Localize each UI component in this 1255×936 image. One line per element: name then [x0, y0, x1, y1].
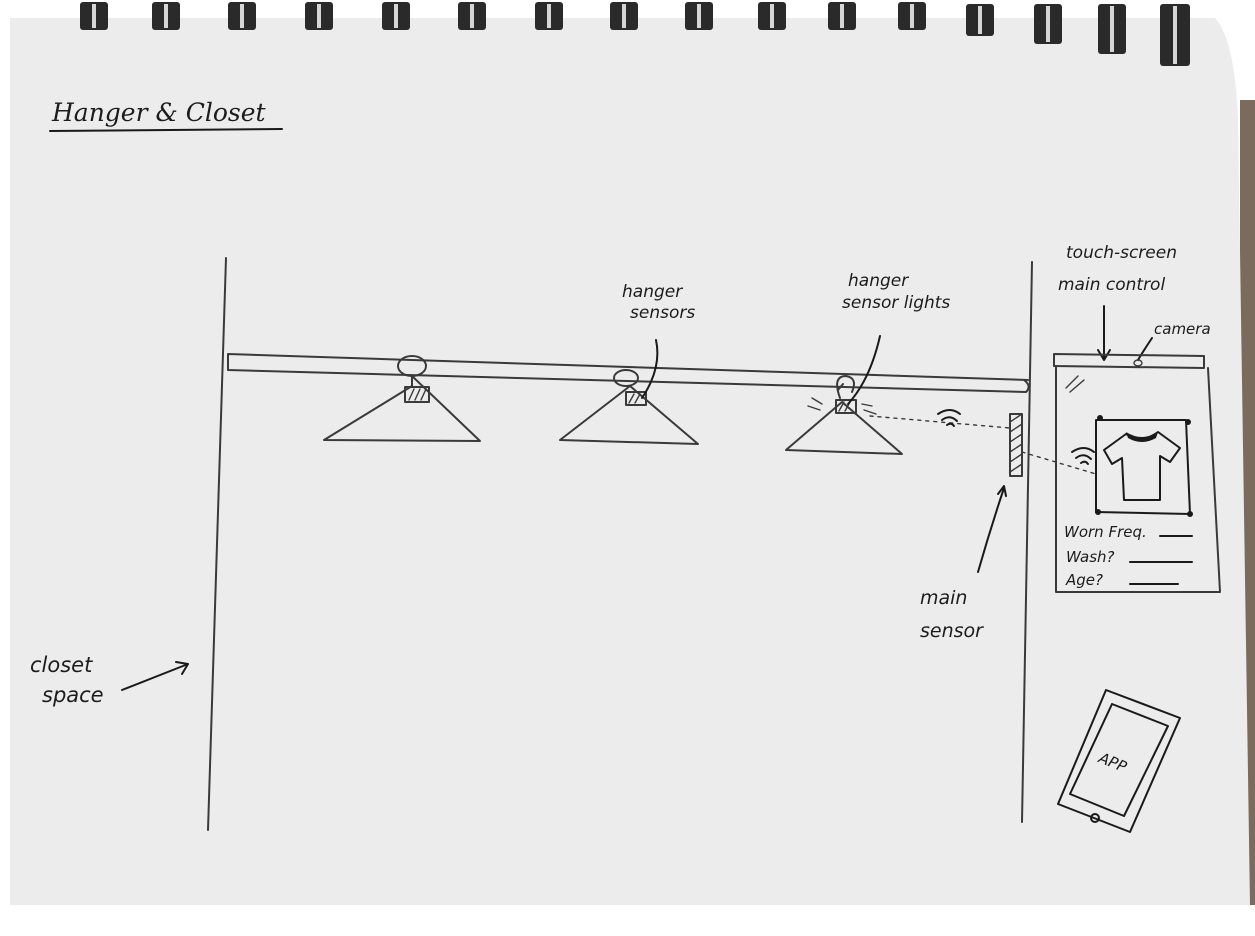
touch-screen-label-line-1: touch-screen	[1066, 243, 1177, 263]
closet-space-label-line-1: closet	[30, 653, 93, 677]
worn-freq-label: Worn Freq.	[1064, 523, 1147, 541]
paper	[10, 18, 1250, 905]
photo-border	[0, 905, 1255, 936]
camera-label: camera	[1154, 320, 1211, 338]
closet-space-label-line-2: space	[42, 683, 104, 707]
wash-label: Wash?	[1066, 548, 1115, 566]
page-title: Hanger & Closet	[51, 98, 267, 127]
sensor-lights-label-line-1: hanger	[848, 271, 909, 291]
touch-screen-label-line-2: main control	[1058, 275, 1165, 295]
main-sensor-label-line-1: main	[920, 587, 967, 609]
main-sensor-label-line-2: sensor	[920, 620, 984, 642]
hanger-sensors-label-line-1: hanger	[622, 282, 683, 302]
hanger-sensors-label-line-2: sensors	[630, 303, 695, 323]
sensor-lights-label-line-2: sensor lights	[842, 293, 950, 313]
age-label: Age?	[1065, 571, 1103, 589]
